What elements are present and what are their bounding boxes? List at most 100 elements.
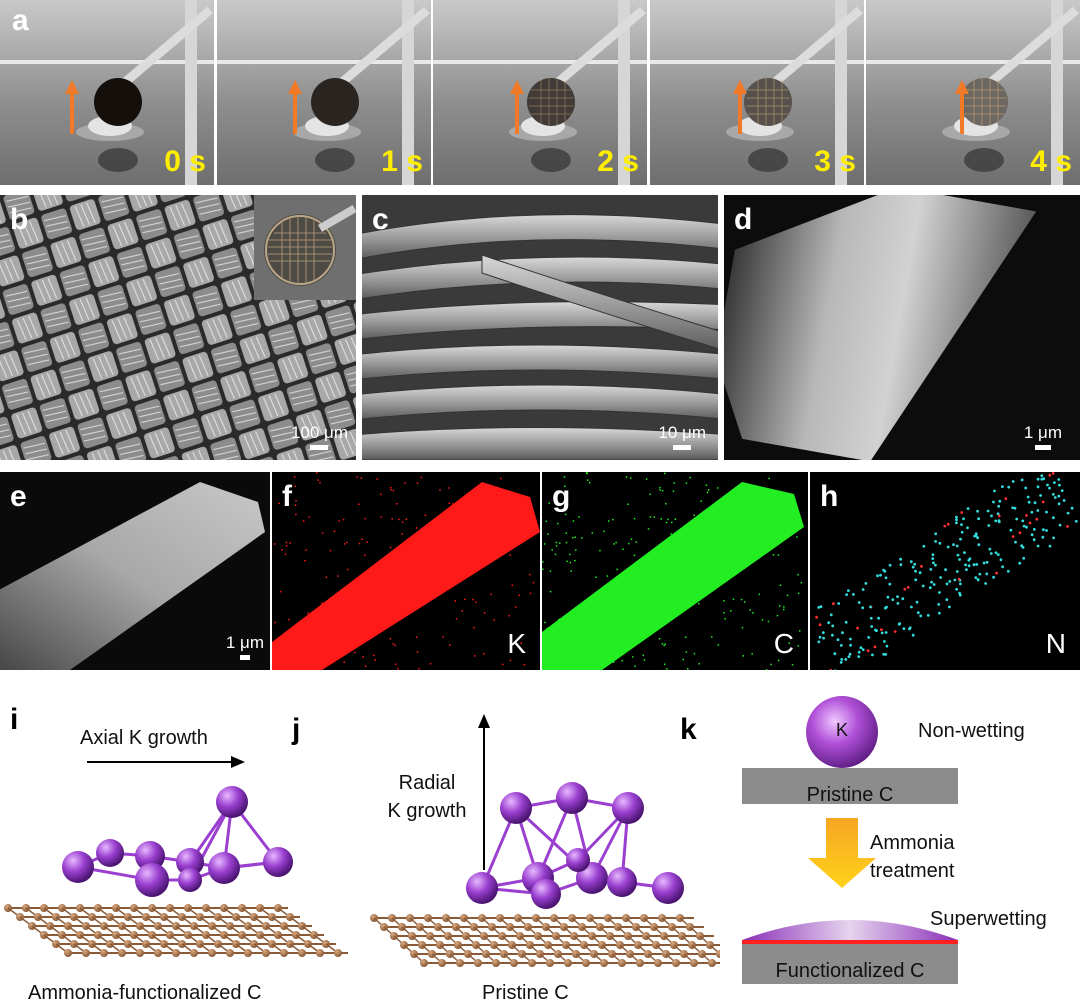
n-signal-dot: [982, 561, 986, 565]
map-speckle: [674, 577, 676, 579]
map-speckle: [558, 618, 560, 621]
n-signal-dot: [1058, 523, 1062, 527]
map-speckle: [321, 532, 324, 534]
map-speckle: [389, 570, 391, 572]
n-signal-dot: [1041, 500, 1045, 504]
sphere-label: K: [835, 720, 848, 740]
k-atom: [135, 863, 169, 897]
map-speckle: [665, 521, 668, 524]
map-speckle: [690, 584, 692, 586]
map-speckle: [749, 609, 751, 611]
map-speckle: [565, 668, 568, 670]
map-speckle: [762, 507, 765, 509]
map-speckle: [415, 527, 418, 529]
n-signal-dot: [974, 534, 978, 537]
map-speckle: [797, 592, 800, 595]
video-frame: 1 s: [217, 0, 431, 185]
map-speckle: [449, 644, 451, 646]
n-signal-dot: [948, 605, 951, 609]
map-speckle: [661, 559, 664, 561]
graphene-sheet: [4, 904, 348, 957]
map-speckle: [732, 598, 735, 601]
map-speckle: [663, 581, 665, 584]
n-signal-dot: [914, 569, 917, 573]
n-signal-dot: [1070, 506, 1074, 510]
scale-bar-line: [239, 655, 250, 660]
n-signal-dot: [921, 584, 925, 588]
map-speckle: [329, 549, 332, 552]
n-signal-dot: [1027, 500, 1031, 504]
map-speckle: [682, 658, 684, 661]
k-atom: [96, 839, 124, 867]
n-signal-dot: [931, 557, 935, 560]
map-speckle: [394, 644, 396, 647]
n-signal-dot: [837, 602, 841, 605]
map-speckle: [581, 537, 583, 539]
map-speckle: [358, 542, 361, 545]
n-signal-dot: [998, 499, 1002, 503]
n-signal-dot: [1026, 495, 1030, 499]
map-speckle: [548, 502, 550, 505]
map-speckle: [487, 553, 489, 556]
panel-label-j: j: [292, 713, 301, 746]
n-signal-dot: [1051, 493, 1055, 496]
carbon-atom: [118, 949, 126, 957]
map-speckle: [647, 528, 650, 530]
map-speckle: [634, 665, 636, 667]
carbon-atom: [100, 949, 108, 957]
map-speckle: [702, 551, 704, 553]
map-speckle: [344, 623, 346, 626]
map-speckle: [532, 581, 535, 584]
k-sphere: [806, 696, 878, 768]
n-signal-dot: [819, 605, 823, 608]
map-speckle: [693, 652, 696, 655]
n-signal-dot: [932, 583, 936, 586]
n-signal-dot: [944, 568, 947, 572]
map-speckle: [308, 516, 310, 518]
map-speckle: [706, 491, 709, 494]
map-speckle: [564, 485, 566, 487]
n-signal-dot: [916, 611, 920, 615]
carbon-atom: [190, 949, 198, 957]
n-signal-dot: [967, 558, 971, 562]
map-speckle: [603, 596, 605, 598]
map-speckle: [797, 573, 799, 576]
map-speckle: [687, 537, 689, 539]
map-speckle: [542, 561, 544, 563]
carbon-atom: [438, 959, 446, 967]
carbon-atom: [690, 959, 698, 967]
map-speckle: [493, 619, 495, 621]
map-speckle: [509, 659, 512, 662]
map-speckle: [418, 537, 421, 539]
map-speckle: [689, 476, 691, 479]
n-signal-dot: [1013, 506, 1017, 510]
map-speckle: [374, 659, 376, 661]
n-signal-dot: [1045, 510, 1048, 514]
map-speckle: [661, 489, 664, 492]
pristine-c-block: [742, 768, 958, 804]
panel-label-i: i: [10, 703, 19, 736]
n-signal-dot: [972, 563, 976, 567]
map-speckle: [418, 668, 420, 670]
n-signal-dot: [866, 649, 870, 653]
n-signal-dot: [1011, 480, 1015, 483]
n-signal-dot: [871, 653, 874, 657]
map-speckle: [645, 478, 648, 480]
video-frame: 3 s: [650, 0, 864, 185]
n-signal-dot: [832, 602, 835, 606]
n-signal-dot: [974, 576, 978, 579]
map-speckle: [279, 590, 282, 593]
map-speckle: [420, 476, 423, 479]
map-speckle: [665, 503, 667, 505]
map-speckle: [666, 668, 668, 670]
n-signal-dot: [1011, 535, 1015, 538]
n-signal-dot: [834, 669, 837, 670]
scale-bar-d: 1 μm: [1024, 423, 1062, 450]
map-speckle: [575, 616, 578, 618]
map-speckle: [633, 596, 636, 599]
map-speckle: [582, 625, 585, 627]
map-speckle: [389, 546, 392, 549]
n-signal-dot: [967, 564, 971, 568]
map-speckle: [448, 487, 450, 489]
n-signal-dot: [1036, 477, 1040, 481]
